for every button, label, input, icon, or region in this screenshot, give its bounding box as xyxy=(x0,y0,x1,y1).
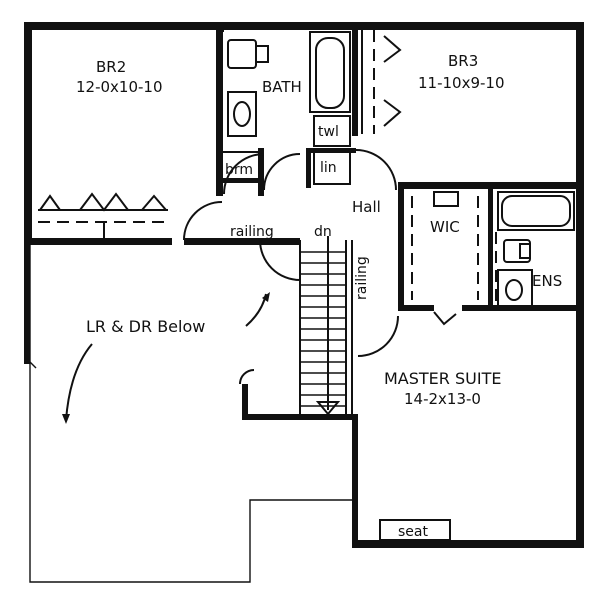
master-seat xyxy=(379,519,451,541)
linen-label: lin xyxy=(320,160,337,176)
hall-label: Hall xyxy=(352,198,381,216)
br3-dims: 11-10x9-10 xyxy=(418,74,505,92)
bath-name: BATH xyxy=(262,78,302,96)
railing-horizontal-label: railing xyxy=(230,224,274,240)
wic-label: WIC xyxy=(430,218,460,236)
open-area-outline xyxy=(27,244,352,583)
wic-closet xyxy=(411,191,479,326)
master-suite-dims: 14-2x13-0 xyxy=(404,390,481,408)
br3-closet xyxy=(361,30,402,134)
ensuite-fixtures xyxy=(495,191,575,307)
br3-name: BR3 xyxy=(448,52,478,70)
walls xyxy=(24,22,584,548)
ensuite-label: ENS xyxy=(532,272,562,290)
bath-fixtures xyxy=(221,31,351,185)
br2-dims: 12-0x10-10 xyxy=(76,78,163,96)
towel-label: twl xyxy=(318,124,339,140)
seat-label: seat xyxy=(398,524,428,540)
broom-label: brm xyxy=(225,162,253,178)
br2-name: BR2 xyxy=(96,58,126,76)
lr-dr-below-label: LR & DR Below xyxy=(86,317,205,336)
door-swings xyxy=(183,149,399,385)
stair-down-label: dn xyxy=(314,224,332,240)
stair-treads xyxy=(300,251,346,407)
master-suite-name: MASTER SUITE xyxy=(384,369,501,388)
stairs xyxy=(299,240,353,414)
stair-arrow xyxy=(315,236,341,416)
lr-dr-arrows xyxy=(62,292,270,424)
railing-vertical-label: railing xyxy=(354,256,370,300)
br2-closet xyxy=(38,192,168,238)
